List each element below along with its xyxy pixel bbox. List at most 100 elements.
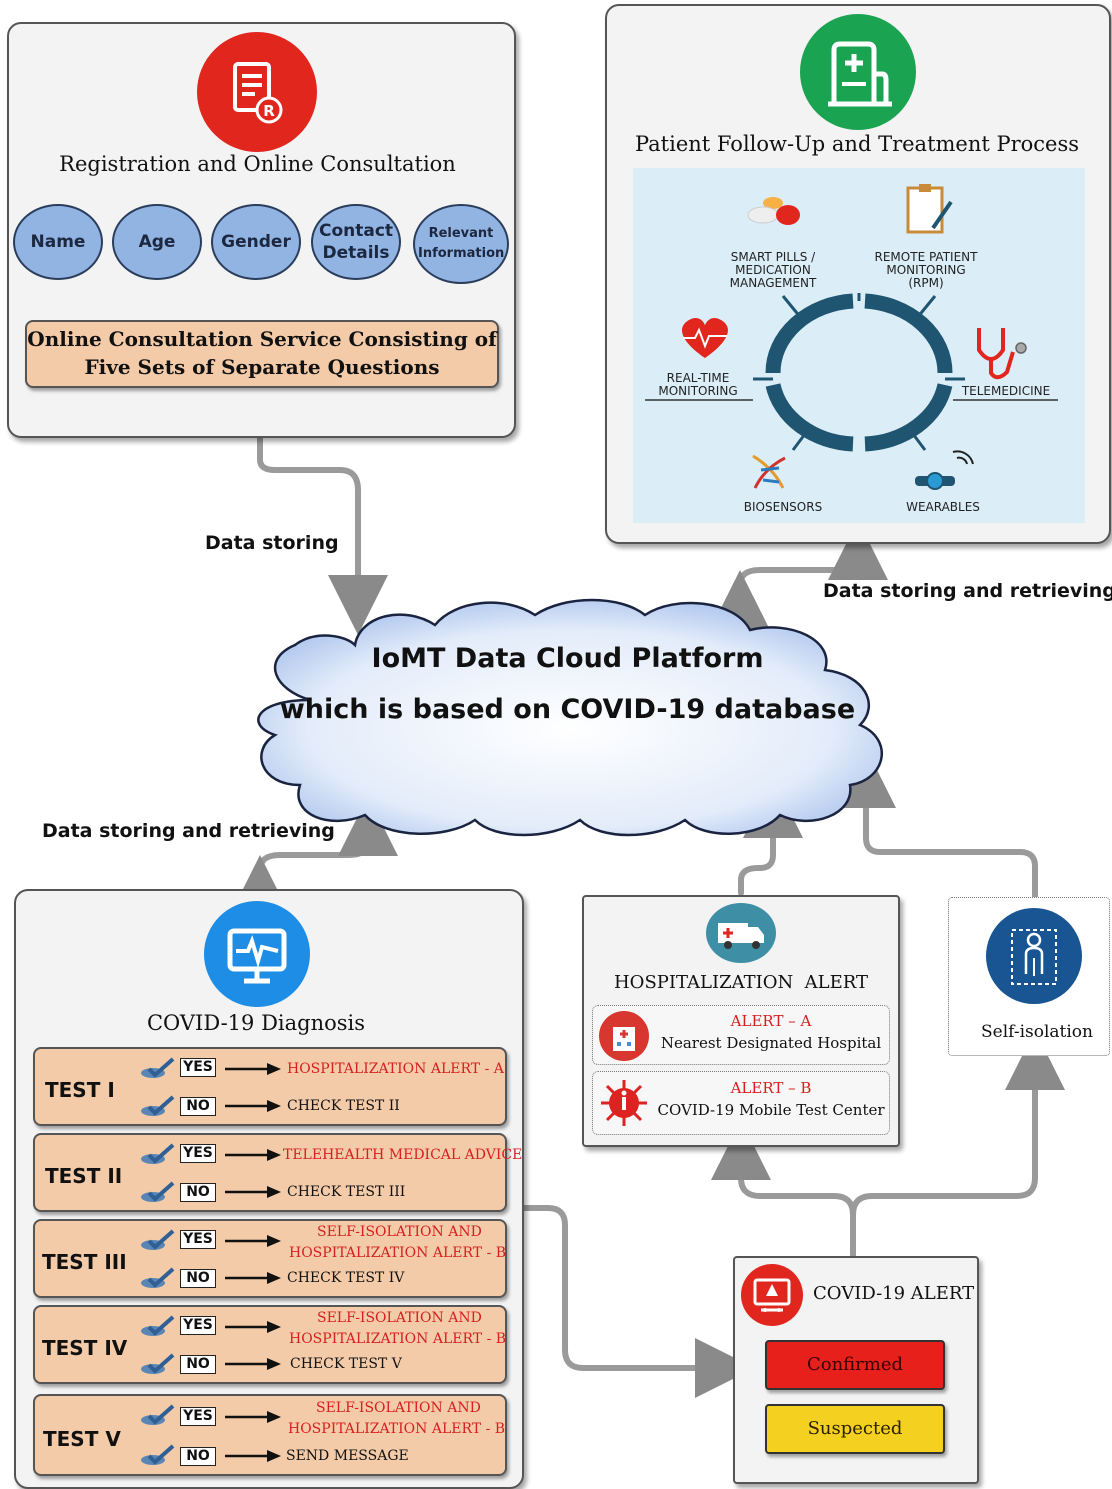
- test-name: TEST I: [45, 1078, 115, 1102]
- confirmed-badge: Confirmed: [765, 1340, 945, 1390]
- virus-icon: [601, 1080, 647, 1126]
- edge-alert-to-hospital: [711, 1120, 856, 1258]
- svg-text:R: R: [263, 102, 275, 120]
- test-block-4: TEST IV YES SELF-ISOLATION AND HOSPITALI…: [33, 1305, 507, 1384]
- alert-b-box: ALERT – B COVID-19 Mobile Test Center: [592, 1071, 890, 1135]
- test-block-1: TEST I YES HOSPITALIZATION ALERT - A NO …: [33, 1047, 507, 1126]
- check-icon: [141, 1444, 175, 1465]
- label-storing-retrieving-top: Data storing and retrieving: [823, 580, 1112, 602]
- check-icon: [141, 1267, 175, 1288]
- followup-title: Patient Follow-Up and Treatment Process: [634, 132, 1080, 156]
- yes-box: YES: [180, 1316, 216, 1335]
- label-wearables: WEARABLES: [906, 500, 980, 514]
- yes-box: YES: [180, 1058, 216, 1077]
- yes-result-line-1: SELF-ISOLATION AND: [316, 1400, 481, 1416]
- check-icon: [141, 1143, 175, 1164]
- edge-registration-to-cloud: [257, 435, 388, 635]
- test-block-5: TEST V YES SELF-ISOLATION AND HOSPITALIZ…: [33, 1394, 507, 1476]
- consultation-box: Online Consultation Service Consisting o…: [25, 320, 499, 388]
- yes-result-line-2: HOSPITALIZATION ALERT - B: [288, 1421, 506, 1437]
- label-telemedicine: TELEMEDICINE: [961, 384, 1051, 398]
- yes-box: YES: [180, 1230, 216, 1249]
- field-age: Age: [112, 204, 202, 280]
- edge-diagnosis-to-alert: [519, 1205, 755, 1398]
- check-icon: [141, 1181, 175, 1202]
- arrow-icon: [225, 1063, 281, 1075]
- no-result: CHECK TEST IV: [287, 1270, 405, 1286]
- diagnosis-title: COVID-19 Diagnosis: [146, 1011, 366, 1035]
- clipboard-icon: [906, 184, 953, 234]
- edge-selfisolation-to-cloud: [836, 748, 1038, 899]
- registration-title: Registration and Online Consultation: [59, 152, 456, 176]
- smart-pills-icon: [747, 197, 800, 225]
- field-relevant-information: Relevant Information: [413, 204, 509, 284]
- yes-result-line-2: HOSPITALIZATION ALERT - B: [289, 1245, 507, 1261]
- consultation-line-2: Five Sets of Separate Questions: [84, 355, 440, 379]
- cloud-shape: [257, 598, 883, 837]
- edge-cloud-diagnosis: [230, 796, 398, 915]
- registration-icon: R: [197, 32, 317, 152]
- self-isolation-box: Self-isolation: [948, 897, 1110, 1056]
- followup-panel: Patient Follow-Up and Treatment Process: [605, 4, 1111, 544]
- test-name: TEST III: [42, 1250, 127, 1274]
- arrow-icon: [225, 1149, 281, 1161]
- check-icon: [141, 1404, 175, 1425]
- edge-cloud-followup: [710, 520, 888, 630]
- no-result: CHECK TEST III: [287, 1184, 406, 1200]
- followup-icon: [800, 14, 916, 130]
- no-box: NO: [180, 1183, 216, 1202]
- arrow-icon: [225, 1358, 281, 1370]
- arrow-icon: [225, 1235, 281, 1247]
- arrow-icon: [225, 1411, 281, 1423]
- check-icon: [141, 1095, 175, 1116]
- ambulance-icon: [706, 903, 776, 963]
- alert-b-text: COVID-19 Mobile Test Center: [657, 1101, 885, 1119]
- field-gender: Gender: [211, 204, 301, 280]
- field-name: Name: [13, 204, 103, 280]
- yes-result-line-1: TELEHEALTH MEDICAL ADVICE: [283, 1147, 523, 1163]
- alert-a-box: ALERT – A Nearest Designated Hospital: [592, 1005, 890, 1065]
- yes-result-line-1: HOSPITALIZATION ALERT - A: [287, 1061, 504, 1077]
- no-result: SEND MESSAGE: [286, 1448, 409, 1464]
- alert-a-label: ALERT – A: [730, 1012, 812, 1030]
- no-box: NO: [180, 1097, 216, 1116]
- test-block-3: TEST III YES SELF-ISOLATION AND HOSPITAL…: [33, 1219, 507, 1298]
- yes-box: YES: [180, 1407, 216, 1426]
- monitor-icon: [204, 901, 310, 1007]
- check-icon: [141, 1057, 175, 1078]
- check-icon: [141, 1315, 175, 1336]
- covid-alert-title: COVID-19 ALERT: [813, 1283, 975, 1304]
- no-box: NO: [180, 1355, 216, 1374]
- alert-b-label: ALERT – B: [730, 1079, 812, 1097]
- no-result: CHECK TEST II: [287, 1098, 400, 1114]
- covid-alert-panel: COVID-19 ALERT Confirmed Suspected: [733, 1256, 979, 1484]
- arrow-icon: [225, 1450, 281, 1462]
- edge-hospital-to-cloud: [738, 778, 803, 896]
- registration-panel: R Registration and Online Consultation N…: [7, 22, 516, 438]
- no-box: NO: [180, 1447, 216, 1466]
- person-icon: [986, 908, 1082, 1004]
- consultation-line-1: Online Consultation Service Consisting o…: [27, 327, 497, 351]
- label-data-storing: Data storing: [205, 532, 339, 554]
- field-contact-details: Contact Details: [311, 204, 401, 280]
- label-storing-retrieving-left: Data storing and retrieving: [42, 820, 335, 842]
- label-biosensors: BIOSENSORS: [743, 500, 823, 514]
- test-name: TEST II: [45, 1164, 123, 1188]
- yes-result-line-1: SELF-ISOLATION AND: [317, 1224, 482, 1240]
- no-result: CHECK TEST V: [290, 1356, 402, 1372]
- hospitalization-panel: HOSPITALIZATION ALERT ALERT – A Nearest …: [582, 895, 900, 1147]
- arrow-icon: [225, 1100, 281, 1112]
- cloud-line-2: which is based on COVID-19 database: [279, 694, 856, 725]
- wearable-icon: [915, 450, 974, 490]
- yes-result-line-1: SELF-ISOLATION AND: [317, 1310, 482, 1326]
- arrow-icon: [225, 1186, 281, 1198]
- heart-icon: [682, 317, 728, 358]
- yes-box: YES: [180, 1144, 216, 1163]
- alert-monitor-icon: [741, 1264, 803, 1326]
- suspected-badge: Suspected: [765, 1404, 945, 1454]
- test-name: TEST IV: [42, 1336, 128, 1360]
- cloud-line-1: IoMT Data Cloud Platform: [371, 643, 764, 674]
